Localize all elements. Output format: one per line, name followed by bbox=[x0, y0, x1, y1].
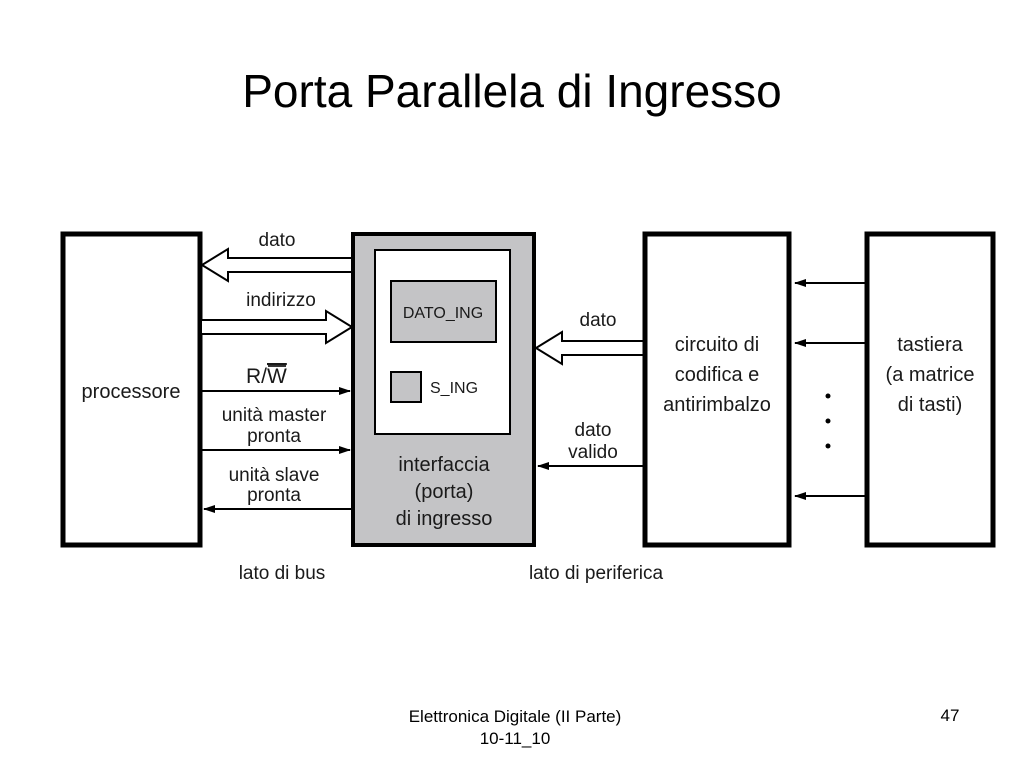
data-valid-label-1: dato bbox=[575, 420, 612, 441]
s-ing-label: S_ING bbox=[430, 380, 478, 397]
address-bus-label: indirizzo bbox=[246, 290, 316, 311]
ellipsis-dot-3 bbox=[825, 443, 831, 449]
page-number: 47 bbox=[940, 706, 960, 725]
keyboard-label-2: (a matrice bbox=[886, 364, 975, 386]
bus-side-label: lato di bus bbox=[239, 563, 326, 584]
peripheral-data-arrow bbox=[534, 330, 644, 366]
rw-label: R/W bbox=[246, 365, 287, 388]
master-ready-label-1: unità master bbox=[222, 405, 327, 426]
ellipsis-dot-1 bbox=[825, 393, 831, 399]
footer-course: Elettronica Digitale (II Parte) 10-11_10 bbox=[340, 706, 690, 750]
address-bus-arrow bbox=[202, 309, 354, 345]
peripheral-data-label: dato bbox=[580, 310, 617, 331]
processor-block bbox=[60, 231, 203, 548]
encoder-label-2: codifica e bbox=[675, 364, 760, 386]
footer-course-line-2: 10-11_10 bbox=[479, 729, 551, 748]
keyboard-label-3: di tasti) bbox=[898, 394, 962, 416]
interface-label-1: interfaccia bbox=[398, 454, 490, 476]
ellipsis-dot-2 bbox=[825, 418, 831, 424]
data-valid-label-2: valido bbox=[568, 442, 618, 463]
keyboard-block bbox=[864, 231, 996, 548]
encoder-block bbox=[642, 231, 792, 548]
data-bus-label: dato bbox=[259, 230, 296, 251]
interface-label-3: di ingresso bbox=[396, 508, 493, 530]
keyboard-label-1: tastiera bbox=[897, 334, 963, 356]
interface-label-2: (porta) bbox=[415, 481, 474, 503]
encoder-label-3: antirimbalzo bbox=[663, 394, 771, 416]
slave-ready-label-2: pronta bbox=[247, 485, 301, 506]
peripheral-side-label: lato di periferica bbox=[529, 563, 664, 584]
rw-label-r: R/ bbox=[246, 365, 267, 388]
footer-course-line-1: Elettronica Digitale (II Parte) bbox=[408, 707, 622, 726]
s-ing-flag bbox=[390, 371, 422, 403]
master-ready-label-2: pronta bbox=[247, 426, 301, 447]
slave-ready-label-1: unità slave bbox=[229, 465, 320, 486]
processor-label: processore bbox=[82, 381, 181, 403]
rw-label-w: W bbox=[267, 365, 287, 388]
dato-ing-label: DATO_ING bbox=[403, 305, 483, 322]
dato-ing-register bbox=[390, 280, 497, 343]
slide-title: Porta Parallela di Ingresso bbox=[242, 65, 782, 117]
data-bus-arrow bbox=[200, 247, 352, 283]
encoder-label-1: circuito di bbox=[675, 334, 759, 356]
